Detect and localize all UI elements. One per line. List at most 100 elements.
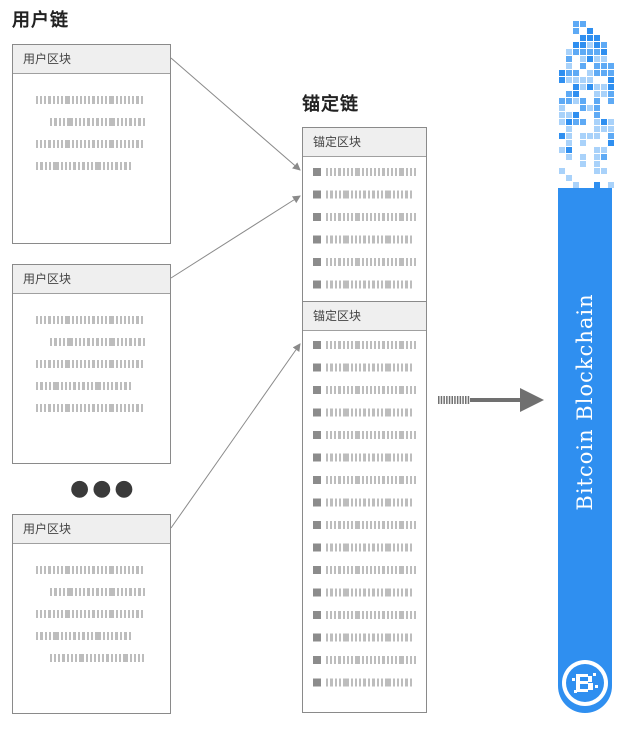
placeholder-dash (401, 498, 403, 507)
placeholder-dash (116, 316, 118, 324)
placeholder-dash (109, 118, 115, 126)
placeholder-dash (405, 453, 408, 462)
placeholder-dash (102, 654, 104, 662)
placeholder-dash (378, 656, 380, 664)
placeholder-dash (401, 633, 403, 642)
placeholder-dash (80, 360, 82, 368)
placeholder-dash (382, 213, 385, 221)
placeholder-dash (355, 258, 360, 266)
placeholder-dash (339, 408, 341, 417)
placeholder-dash (406, 611, 408, 619)
placeholder-dash (121, 118, 123, 126)
placeholder-dash (73, 382, 76, 390)
placeholder-dash (410, 633, 412, 642)
placeholder-dash (330, 190, 333, 199)
placeholder-dash (382, 611, 385, 619)
placeholder-dash (410, 476, 412, 484)
placeholder-dash (50, 338, 52, 346)
placeholder-dash (406, 656, 408, 664)
pixel-cell (559, 147, 565, 153)
placeholder-dash (343, 588, 349, 597)
placeholder-dash (59, 338, 61, 346)
placeholder-dash (406, 341, 408, 349)
placeholder-dash (343, 280, 349, 289)
placeholder-dash (385, 678, 391, 687)
placeholder-dash (399, 213, 404, 221)
placeholder-dash (84, 610, 86, 618)
placeholder-dash (414, 258, 416, 266)
placeholder-dash (343, 521, 345, 529)
placeholder-dash (129, 118, 132, 126)
placeholder-dash (391, 656, 393, 664)
placeholder-dash (359, 588, 361, 597)
placeholder-dash (338, 386, 341, 394)
placeholder-dash (67, 588, 73, 596)
placeholder-dash (107, 632, 109, 640)
arrow-user1-to-anchor (170, 57, 301, 171)
placeholder-dash (124, 162, 127, 170)
placeholder-dash (115, 654, 117, 662)
placeholder-dash (395, 213, 397, 221)
placeholder-dash (53, 566, 55, 574)
placeholder-dash (387, 476, 389, 484)
placeholder-dash (391, 213, 393, 221)
placeholder-dash (92, 404, 95, 412)
placeholder-dash (57, 316, 59, 324)
placeholder-dash (97, 316, 99, 324)
pixel-cell (573, 28, 579, 34)
placeholder-dash (120, 162, 122, 170)
pixel-cell (580, 35, 586, 41)
placeholder-dash (67, 654, 69, 662)
placeholder-dash (374, 566, 376, 574)
placeholder-dash (406, 258, 408, 266)
placeholder-dash (97, 360, 99, 368)
placeholder-dash (378, 566, 380, 574)
placeholder-dash (405, 190, 408, 199)
placeholder-dash (359, 408, 361, 417)
placeholder-dash (330, 408, 333, 417)
row-marker (313, 543, 321, 552)
placeholder-dash (355, 168, 360, 176)
placeholder-dash (377, 588, 379, 597)
pixel-cell (587, 105, 593, 111)
placeholder-dash (65, 162, 67, 170)
placeholder-dash (83, 118, 85, 126)
placeholder-dash (335, 633, 337, 642)
placeholder-dash (109, 316, 114, 324)
placeholder-dash (410, 363, 412, 372)
placeholder-dash (84, 566, 86, 574)
placeholder-dash (36, 382, 38, 390)
placeholder-dash (385, 588, 391, 597)
placeholder-dash (128, 360, 130, 368)
placeholder-dash (372, 408, 375, 417)
placeholder-dash (111, 654, 113, 662)
placeholder-dash (36, 360, 38, 368)
placeholder-dash (334, 611, 336, 619)
placeholder-dash (387, 386, 389, 394)
placeholder-dash (347, 341, 349, 349)
placeholder-dash (116, 140, 118, 148)
placeholder-dash (395, 521, 397, 529)
placeholder-dash (136, 140, 139, 148)
placeholder-dash (366, 341, 368, 349)
placeholder-dash (362, 386, 364, 394)
placeholder-dash (72, 566, 74, 574)
pixel-cell (559, 77, 565, 83)
placeholder-dash (355, 190, 357, 199)
pixel-cell (608, 133, 614, 139)
placeholder-dash (334, 656, 336, 664)
pixel-cell (608, 63, 614, 69)
placeholder-dash (406, 431, 408, 439)
pixel-b-icon (572, 673, 598, 693)
placeholder-dash (61, 360, 63, 368)
placeholder-dash (366, 476, 368, 484)
placeholder-dash (330, 213, 332, 221)
placeholder-dash (125, 338, 127, 346)
pixel-cell (608, 91, 614, 97)
row-marker (313, 386, 321, 394)
placeholder-dash (103, 162, 105, 170)
placeholder-dash (109, 404, 114, 412)
placeholder-dash (343, 386, 345, 394)
placeholder-dash (397, 363, 399, 372)
placeholder-dash (374, 168, 376, 176)
